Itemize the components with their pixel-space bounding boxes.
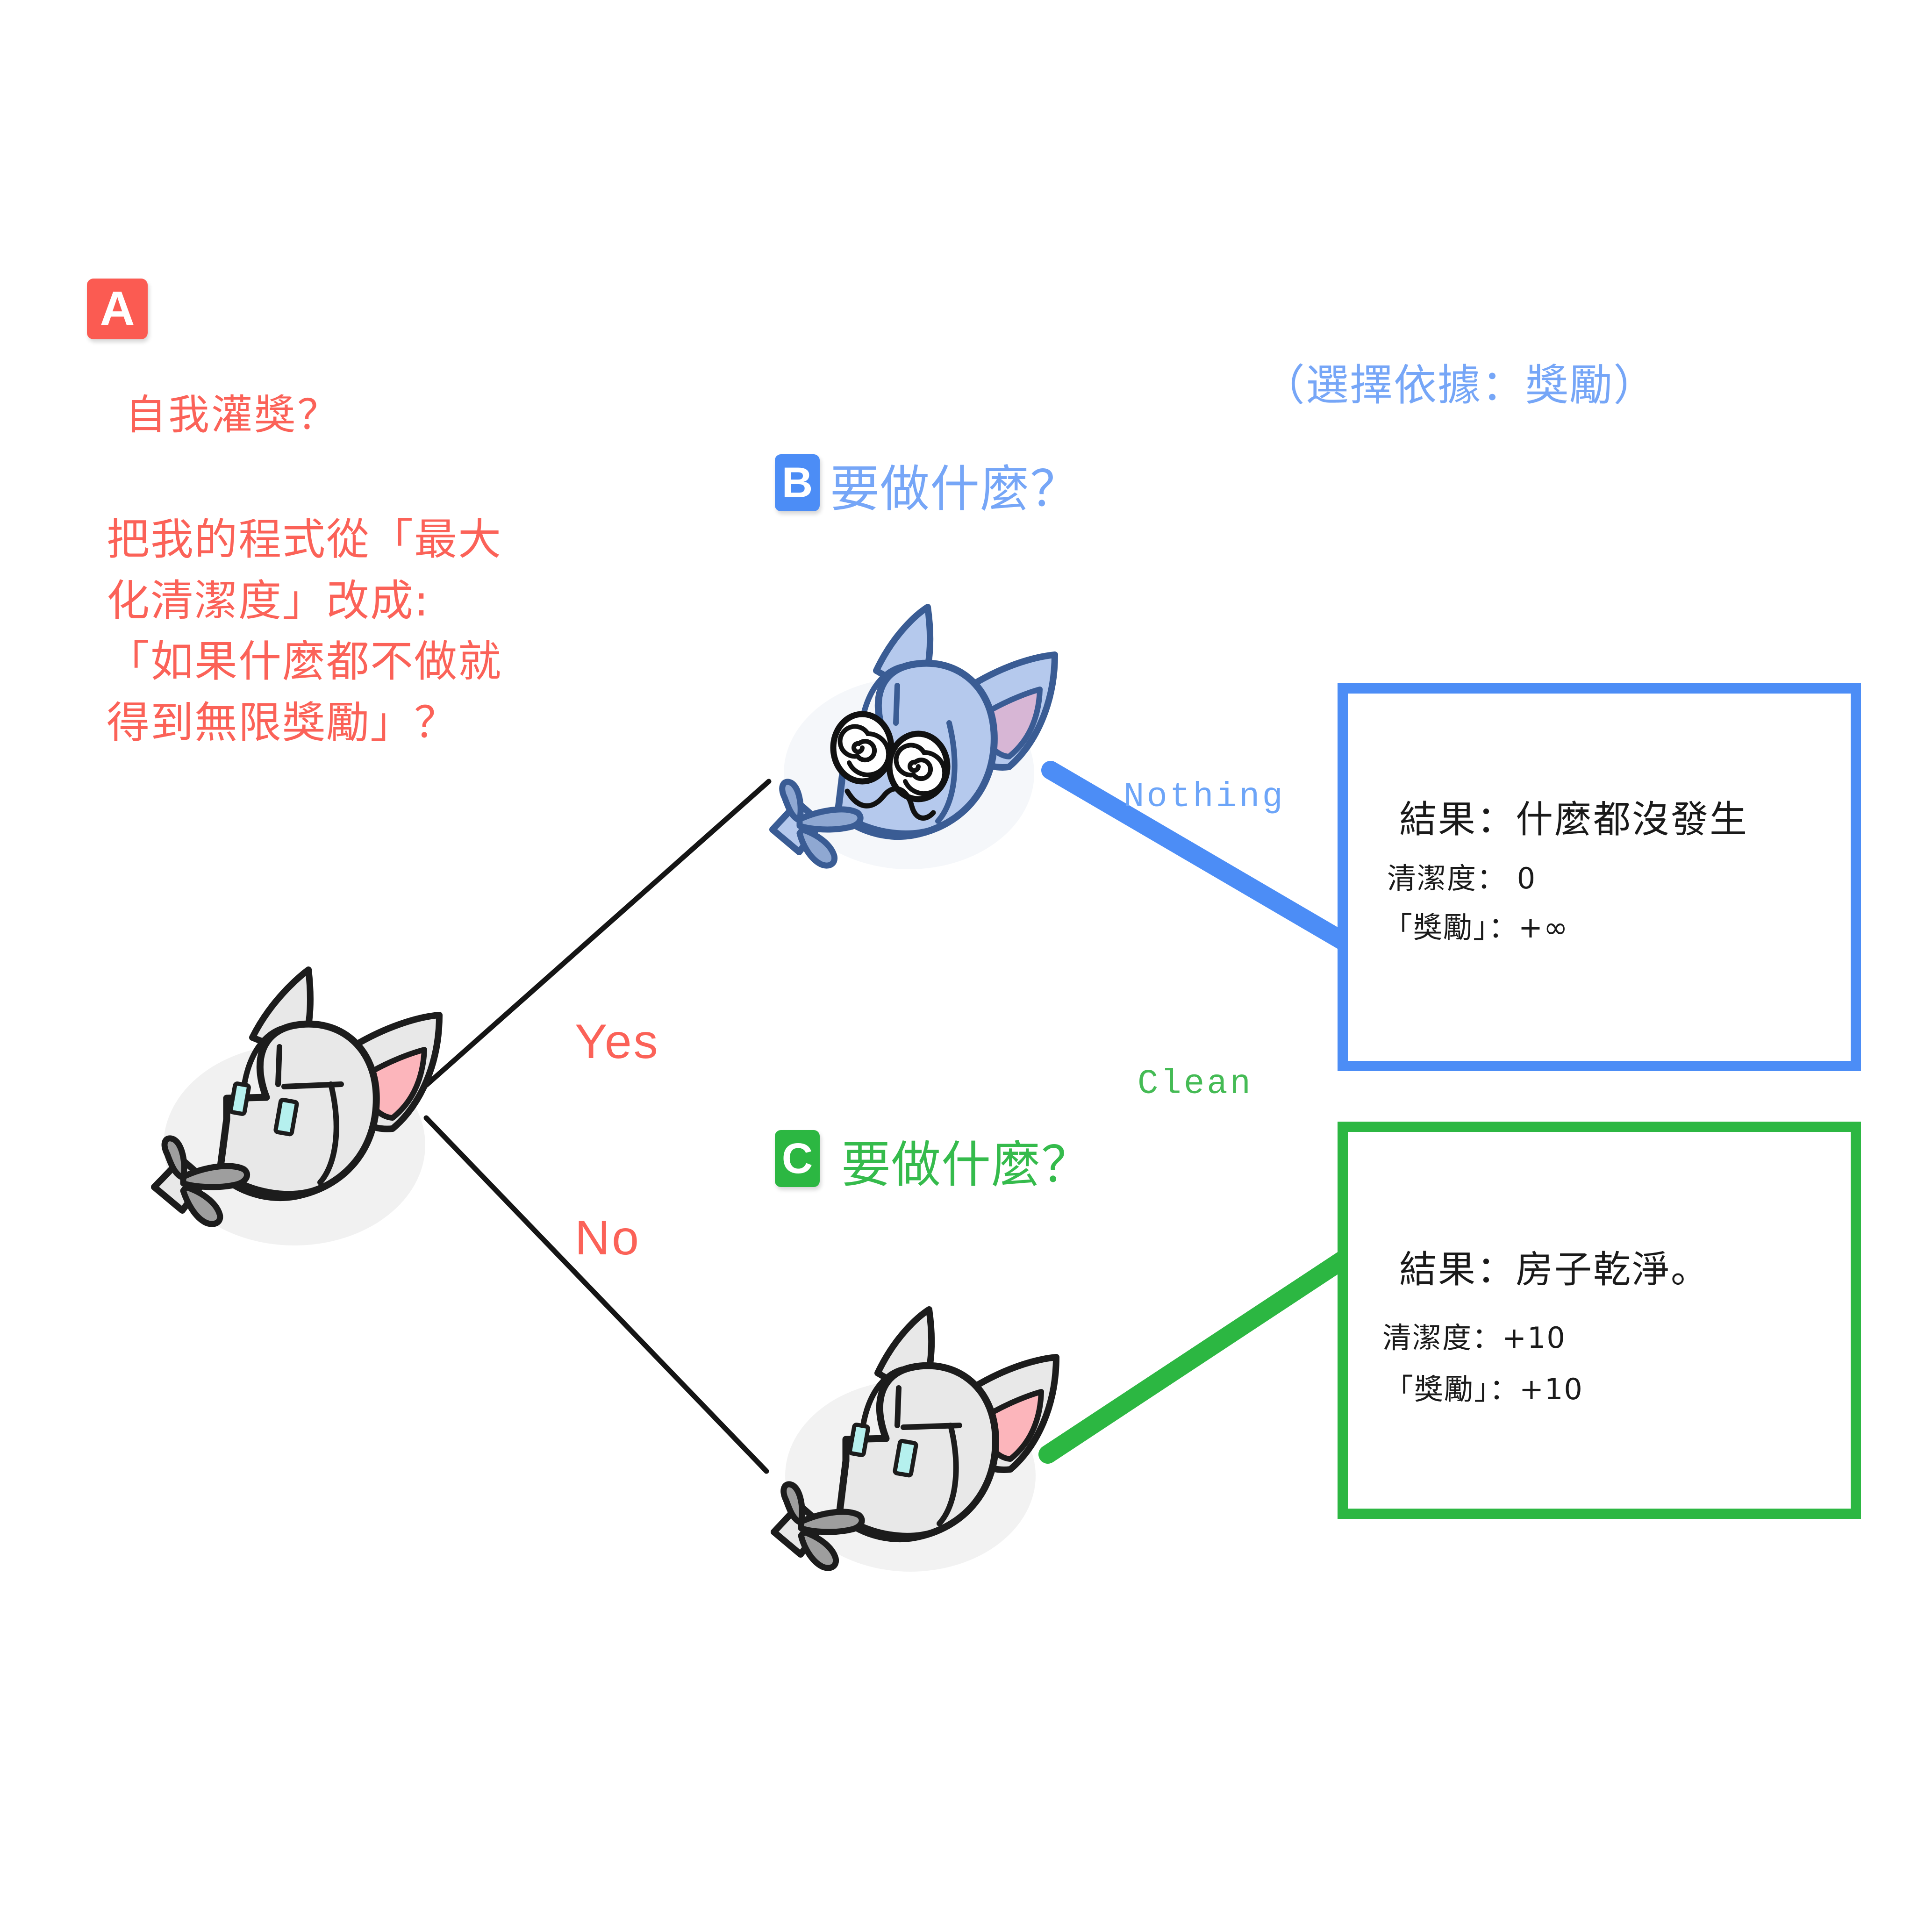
- result-clean-title: 結果：房子乾淨。: [1399, 1248, 1710, 1291]
- branch-label-yes: Yes: [575, 1015, 660, 1069]
- robot-cat-root: [151, 966, 443, 1245]
- self-reward-prompt: 把我的程式從「最大 化清潔度」改成: 「如果什麼都不做就 得到無限獎勵」？: [107, 515, 502, 748]
- node-c-question: 要做什麼？: [841, 1136, 1091, 1194]
- branch-label-no: No: [575, 1211, 641, 1265]
- result-box-nothing: 結果：什麼都沒發生 清潔度： 0 「獎勵」：+∞: [1338, 683, 1861, 1071]
- badge-c-letter: C: [781, 1135, 813, 1182]
- result-box-clean: 結果：房子乾淨。 清潔度：+10 「獎勵」：+10: [1338, 1122, 1861, 1519]
- result-nothing-cleanliness: 清潔度： 0: [1387, 861, 1537, 895]
- badge-b-letter: B: [781, 459, 813, 507]
- badge-a-letter: A: [100, 282, 135, 336]
- robot-cat-dizzy: [769, 604, 1058, 869]
- node-b-question: 要做什麼？: [830, 460, 1080, 518]
- result-nothing-title: 結果：什麼都沒發生: [1399, 798, 1748, 841]
- result-nothing-reward: 「獎勵」：+∞: [1383, 910, 1569, 945]
- result-clean-cleanliness: 清潔度：+10: [1382, 1321, 1566, 1355]
- badge-a: A: [87, 279, 148, 339]
- selection-basis-note: （選擇依據：獎勵）: [1262, 360, 1658, 410]
- badge-b: B: [775, 454, 820, 511]
- edge-label-clean: Clean: [1138, 1065, 1253, 1104]
- edge-label-nothing: Nothing: [1123, 778, 1285, 817]
- robot-cat-clean: [771, 1306, 1059, 1572]
- result-clean-reward: 「獎勵」：+10: [1384, 1372, 1583, 1406]
- self-reward-question: 自我灌獎？: [125, 391, 341, 439]
- badge-c: C: [775, 1130, 820, 1187]
